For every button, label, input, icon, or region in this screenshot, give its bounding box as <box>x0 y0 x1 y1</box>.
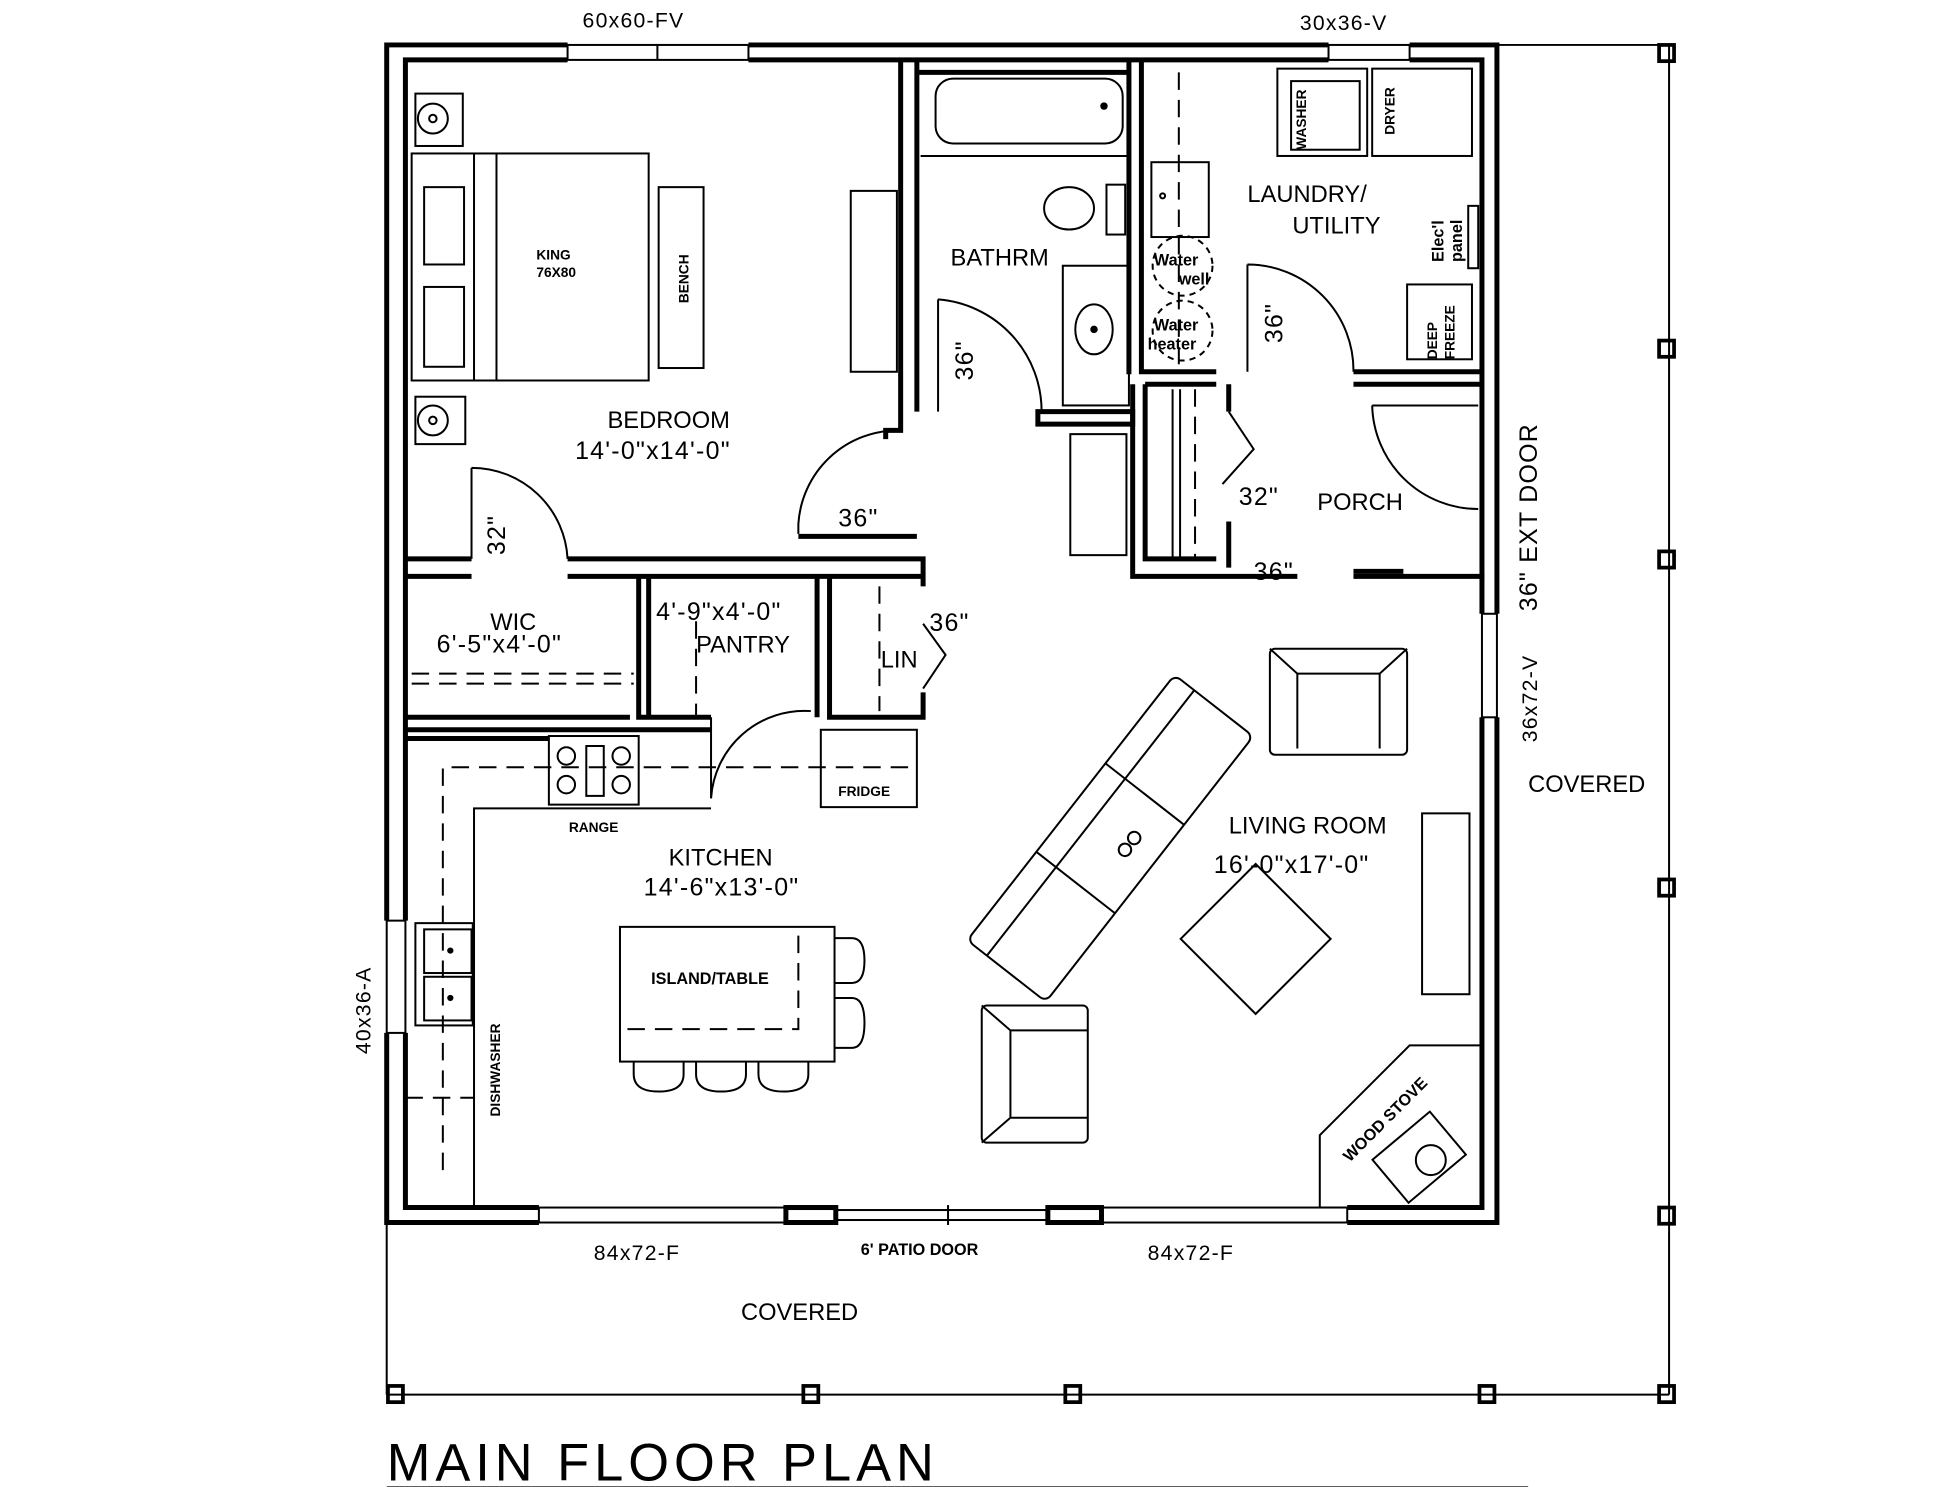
bed-label: KING <box>536 247 570 262</box>
kitchen-size: 14'-6"x13'-0" <box>644 874 800 902</box>
covered-porch-outline <box>385 43 1676 1405</box>
porch-closet-door-dim: 32" <box>1239 483 1279 511</box>
wic-label: WIC <box>490 610 536 636</box>
deep-freeze-label-2: FREEZE <box>1443 305 1458 359</box>
window-bottom-right: 84x72-F <box>1148 1242 1234 1265</box>
bedroom-furniture <box>410 92 898 446</box>
ext-door-dim: 36" EXT DOOR <box>1515 423 1543 611</box>
pantry-label: PANTRY <box>696 632 790 658</box>
bedroom-label: BEDROOM <box>608 408 730 434</box>
laundry-door-dim: 36" <box>1260 303 1288 343</box>
dishwasher-label: DISHWASHER <box>488 1023 503 1116</box>
porch-label: PORCH <box>1317 490 1403 516</box>
bathroom-fixtures <box>920 77 1130 557</box>
living-room-size: 16'-0"x17'-0" <box>1214 851 1370 879</box>
plan-title: MAIN FLOOR PLAN <box>387 1435 939 1487</box>
porch-posts <box>386 43 1676 1405</box>
porch-entry-door-dim: 36" <box>1254 558 1294 586</box>
bedroom-door-dim: 36" <box>838 504 878 532</box>
water-well-label-2: well <box>1178 270 1210 288</box>
deep-freeze-label: DEEP <box>1425 322 1440 359</box>
linen-door-dim: 36" <box>929 609 969 637</box>
range-label: RANGE <box>569 820 619 835</box>
pantry-size: 4'-9"x4'-0" <box>656 598 782 626</box>
window-bedroom-top: 60x60-FV <box>583 9 685 32</box>
wic-size: 6'-5"x4'-0" <box>437 630 563 658</box>
bed-size-label: 76X80 <box>536 265 576 280</box>
dryer-label: DRYER <box>1383 87 1398 135</box>
water-heater-label-2: heater <box>1148 335 1197 353</box>
closet-rods <box>411 389 1197 718</box>
window-bottom-left: 84x72-F <box>594 1242 680 1265</box>
bench-label: BENCH <box>677 254 692 303</box>
fridge-label: FRIDGE <box>838 784 890 799</box>
water-well-label: Water <box>1154 252 1199 270</box>
electrical-panel-label: Elec'l <box>1429 220 1447 262</box>
covered-porch-bottom-label: COVERED <box>741 1300 858 1326</box>
wic-door-dim: 32" <box>483 515 511 555</box>
patio-door-label: 6' PATIO DOOR <box>861 1241 979 1259</box>
bedroom-size: 14'-0"x14'-0" <box>575 437 731 465</box>
washer-label: WASHER <box>1294 89 1309 149</box>
living-furniture <box>969 647 1483 1209</box>
laundry-label: LAUNDRY/ <box>1247 182 1367 208</box>
bathroom-label: BATHRM <box>951 246 1049 272</box>
kitchen-fixtures <box>405 728 918 1208</box>
window-kitchen-left: 40x36-A <box>352 966 375 1054</box>
window-living-right: 36x72-V <box>1519 655 1542 743</box>
covered-porch-right-label: COVERED <box>1528 772 1645 798</box>
living-room-label: LIVING ROOM <box>1229 813 1387 839</box>
bath-door-dim: 36" <box>951 340 979 380</box>
window-laundry-top: 30x36-V <box>1300 12 1388 35</box>
linen-label: LIN <box>881 647 918 673</box>
island-label: ISLAND/TABLE <box>651 970 769 988</box>
laundry-label-2: UTILITY <box>1292 213 1380 239</box>
doors <box>470 263 1479 799</box>
laundry-fixtures <box>1150 67 1480 372</box>
kitchen-label: KITCHEN <box>669 846 773 872</box>
water-heater-label: Water <box>1154 317 1199 335</box>
electrical-panel-label-2: panel <box>1448 220 1466 262</box>
windows <box>385 43 1498 1226</box>
